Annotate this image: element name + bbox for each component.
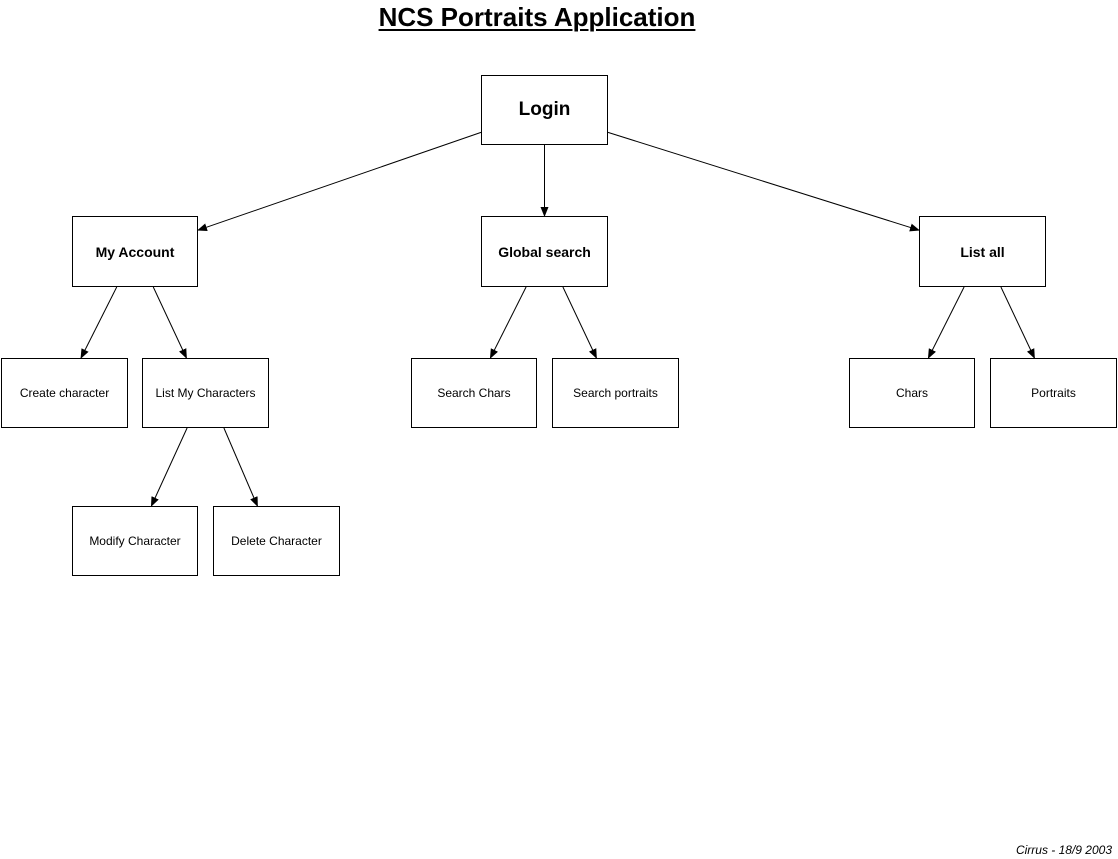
arrow-my-account-to-list-my-characters <box>152 286 187 359</box>
node-list-my-characters: List My Characters <box>142 358 269 428</box>
node-search-portraits: Search portraits <box>552 358 679 428</box>
arrow-list-my-characters-to-modify-character <box>150 427 188 507</box>
arrow-list-all-to-portraits <box>1000 286 1035 359</box>
arrow-global-search-to-search-chars <box>489 286 527 359</box>
node-my-account: My Account <box>72 216 198 287</box>
node-login: Login <box>481 75 608 145</box>
node-portraits: Portraits <box>990 358 1117 428</box>
edge-group <box>80 131 1035 507</box>
node-list-all: List all <box>919 216 1046 287</box>
page-title: NCS Portraits Application <box>378 2 696 32</box>
arrow-global-search-to-search-portraits <box>562 286 597 359</box>
arrow-login-to-my-account <box>197 131 482 232</box>
arrow-my-account-to-create-character <box>80 286 118 359</box>
node-chars: Chars <box>849 358 975 428</box>
node-create-character: Create character <box>1 358 128 428</box>
node-modify-character: Modify Character <box>72 506 198 576</box>
footer-credit: Cirrus - 18/9 2003 <box>1015 843 1112 857</box>
arrow-login-to-list-all <box>607 131 920 232</box>
arrow-list-my-characters-to-delete-character <box>223 427 258 507</box>
node-search-chars: Search Chars <box>411 358 537 428</box>
node-delete-character: Delete Character <box>213 506 340 576</box>
node-global-search: Global search <box>481 216 608 287</box>
arrow-list-all-to-chars <box>927 286 965 359</box>
